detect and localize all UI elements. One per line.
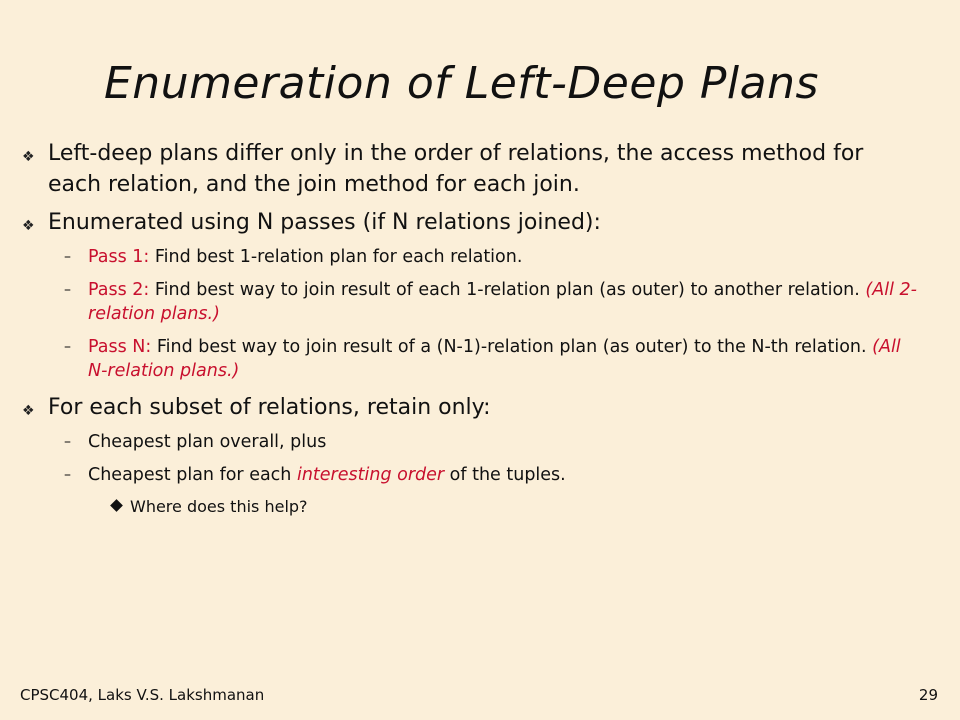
pass-1-label: Pass 1:	[88, 247, 150, 267]
bullet-3: ❖ For each subset of relations, retain o…	[22, 392, 922, 423]
cheapest-overall-text: Cheapest plan overall, plus	[88, 432, 327, 452]
footer-course: CPSC404, Laks V.S. Lakshmanan	[20, 686, 265, 704]
pass-2-note: (All 2-relation plans.)	[88, 280, 917, 324]
dash-bullet-icon: –	[64, 434, 71, 450]
where-help-item: Where does this help?	[22, 496, 922, 518]
where-help-text: Where does this help?	[130, 497, 308, 516]
dash-bullet-icon: –	[64, 282, 71, 298]
cheapest-overall-item: – Cheapest plan overall, plus	[22, 430, 922, 454]
interesting-order-post: of the tuples.	[444, 465, 566, 485]
diamond-bullet-icon: ❖	[22, 403, 35, 419]
pass-n-item: – Pass N: Find best way to join result o…	[22, 335, 922, 383]
diamond-bullet-icon: ❖	[22, 149, 35, 165]
pass-2-label: Pass 2:	[88, 280, 150, 300]
dash-bullet-icon: –	[64, 339, 71, 355]
slide-title: Enumeration of Left-Deep Plans	[104, 58, 819, 109]
square-bullet-icon	[110, 499, 123, 512]
dash-bullet-icon: –	[64, 249, 71, 265]
diamond-bullet-icon: ❖	[22, 218, 35, 234]
interesting-order-emph: interesting order	[296, 465, 445, 485]
page-number: 29	[918, 686, 938, 704]
pass-1-text: Find best 1-relation plan for each relat…	[149, 247, 523, 267]
pass-2-text: Find best way to join result of each 1-r…	[149, 280, 860, 300]
bullet-1: ❖ Left-deep plans differ only in the ord…	[22, 138, 922, 200]
interesting-order-item: – Cheapest plan for each interesting ord…	[22, 463, 922, 487]
pass-n-note: (All N-relation plans.)	[88, 337, 901, 381]
slide-content: ❖ Left-deep plans differ only in the ord…	[22, 138, 922, 524]
dash-bullet-icon: –	[64, 467, 71, 483]
pass-n-label: Pass N:	[88, 337, 152, 357]
bullet-2-text: Enumerated using N passes (if N relation…	[48, 210, 601, 235]
pass-n-text: Find best way to join result of a (N-1)-…	[151, 337, 867, 357]
bullet-3-text: For each subset of relations, retain onl…	[48, 395, 491, 420]
pass-2-item: – Pass 2: Find best way to join result o…	[22, 278, 922, 326]
bullet-1-text: Left-deep plans differ only in the order…	[48, 141, 864, 197]
interesting-order-pre: Cheapest plan for each	[88, 465, 297, 485]
pass-1-item: – Pass 1: Find best 1-relation plan for …	[22, 245, 922, 269]
bullet-2: ❖ Enumerated using N passes (if N relati…	[22, 207, 922, 238]
